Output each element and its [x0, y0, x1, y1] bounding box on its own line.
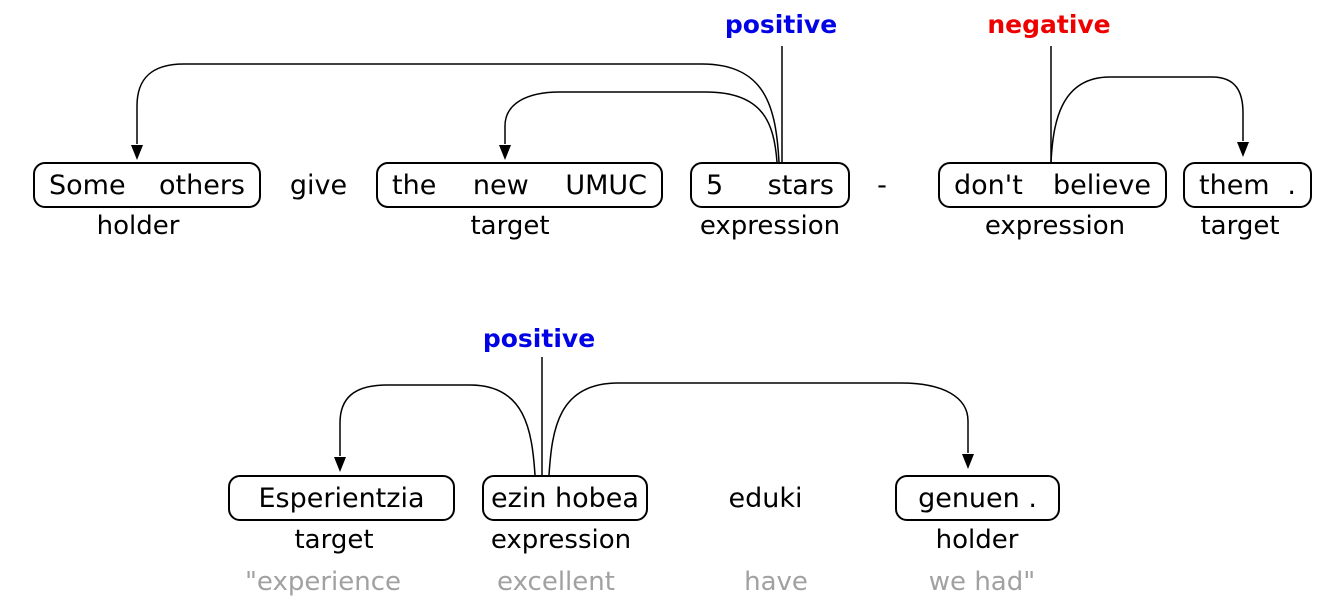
gloss-have: have — [744, 567, 808, 597]
token-eduki: eduki — [728, 482, 803, 514]
sentiment-label-positive-1: positive — [724, 10, 838, 39]
span-box-target-2: them . — [1183, 162, 1312, 208]
arrowhead — [499, 145, 511, 160]
gloss-we-had: we had" — [928, 567, 1036, 597]
span-box-holder-2: genuen . — [895, 475, 1060, 521]
role-label-holder-1: holder — [96, 211, 180, 241]
gloss-experience: "experience — [244, 567, 402, 597]
arrowhead — [334, 457, 346, 472]
role-label-holder-2: holder — [935, 525, 1019, 555]
token: . — [1287, 169, 1296, 201]
token: the — [392, 169, 437, 201]
sentiment-label-negative: negative — [987, 10, 1111, 39]
arrowhead — [1237, 142, 1249, 157]
token: 5 — [706, 169, 724, 201]
gloss-excellent: excellent — [497, 567, 615, 597]
token-dash: - — [877, 169, 887, 201]
token: genuen . — [918, 482, 1037, 514]
relation-arc — [504, 91, 778, 163]
role-label-expression-1: expression — [699, 211, 841, 241]
token: Some — [49, 169, 126, 201]
span-box-target-1: the new UMUC — [376, 162, 663, 208]
role-label-target-1: target — [470, 211, 550, 241]
relation-arc — [548, 382, 969, 476]
role-label-target-2: target — [1200, 211, 1280, 241]
token: UMUC — [565, 169, 647, 201]
token: ezin hobea — [491, 482, 639, 514]
token: them — [1199, 169, 1270, 201]
token: believe — [1053, 169, 1151, 201]
arrowhead — [962, 454, 974, 469]
token: stars — [767, 169, 834, 201]
token: new — [472, 169, 529, 201]
span-box-target-3: Esperientzia — [228, 475, 455, 521]
relation-arc — [1050, 76, 1244, 163]
relation-arc — [339, 384, 536, 476]
span-box-expression-2: don't believe — [938, 162, 1167, 208]
token-give: give — [289, 169, 348, 201]
span-box-expression-3: ezin hobea — [482, 475, 648, 521]
role-label-expression-2: expression — [984, 211, 1126, 241]
role-label-expression-3: expression — [490, 525, 632, 555]
token: Esperientzia — [258, 482, 425, 514]
span-box-expression-1: 5 stars — [690, 162, 850, 208]
role-label-target-3: target — [294, 525, 374, 555]
sentiment-label-positive-2: positive — [482, 324, 596, 353]
token: don't — [954, 169, 1023, 201]
relation-arc — [136, 63, 780, 163]
arrowhead — [131, 145, 143, 160]
span-box-holder-1: Some others — [33, 162, 261, 208]
token: others — [159, 169, 245, 201]
